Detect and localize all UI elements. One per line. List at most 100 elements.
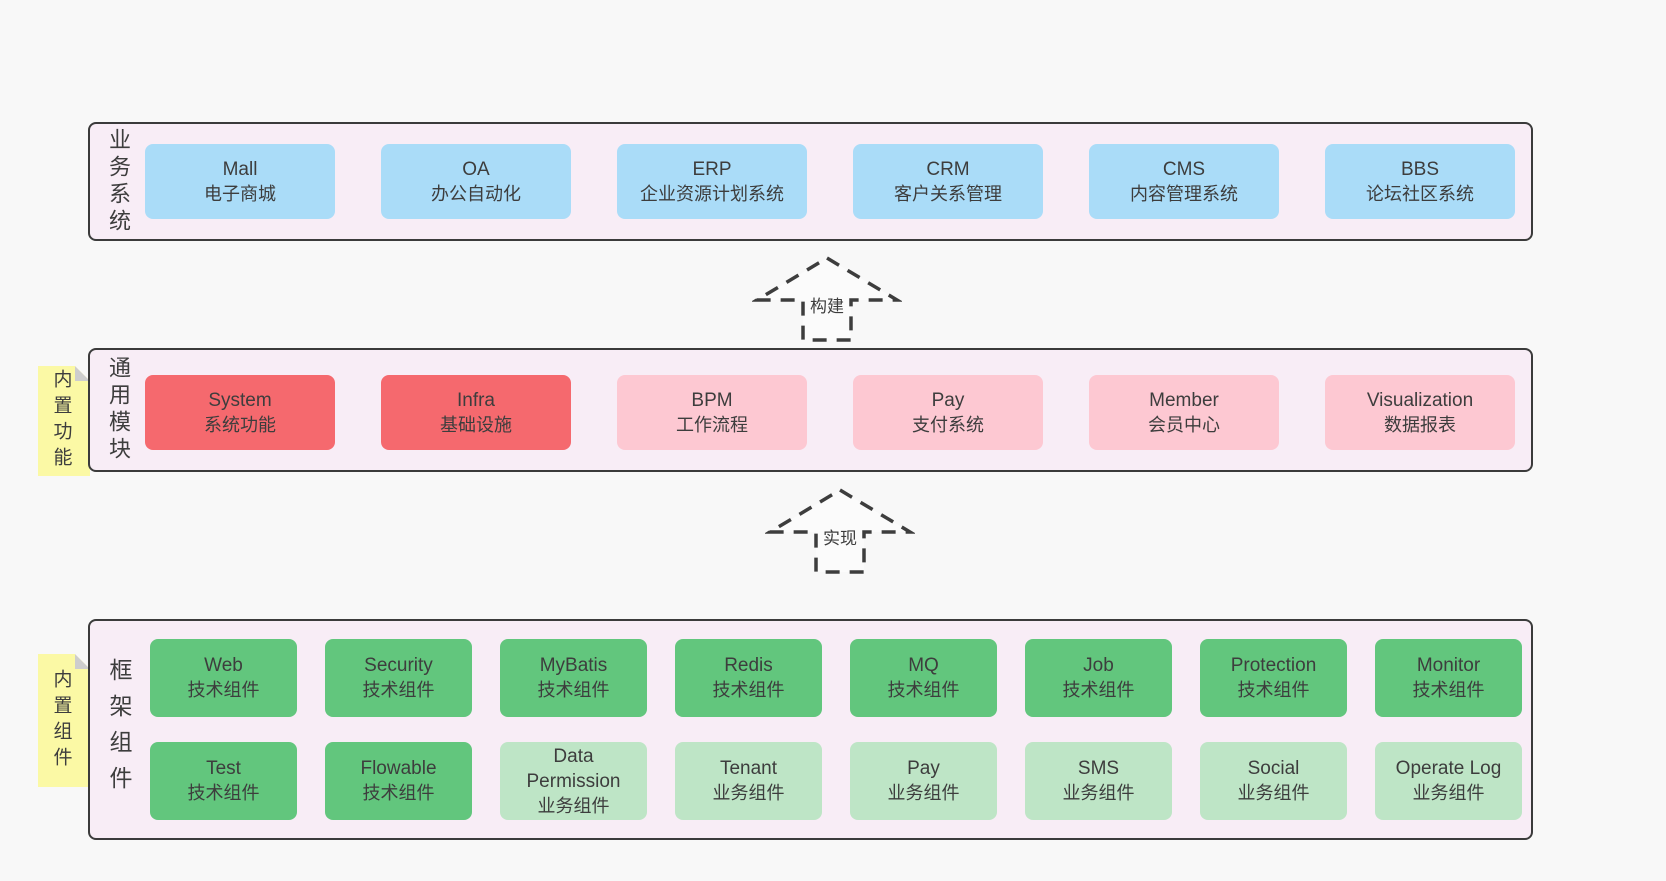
card-title: OA bbox=[462, 158, 490, 180]
card-subtitle: 办公自动化 bbox=[431, 183, 521, 204]
card-subtitle: 企业资源计划系统 bbox=[640, 183, 784, 204]
card-infra: Infra 基础设施 bbox=[381, 375, 571, 450]
card-title: Monitor bbox=[1416, 655, 1481, 676]
card-subtitle: 内容管理系统 bbox=[1130, 183, 1238, 204]
card-subtitle: 技术组件 bbox=[187, 783, 260, 803]
layer-business-systems: 业务系统 Mall 电子商城 OA 办公自动化 ERP 企业资源计划系统 CRM… bbox=[88, 122, 1533, 241]
card-subtitle: 技术组件 bbox=[362, 783, 435, 803]
card-subtitle: 业务组件 bbox=[887, 783, 960, 803]
card-bbs: BBS 论坛社区系统 bbox=[1325, 144, 1515, 219]
card-subtitle: 技术组件 bbox=[1062, 680, 1135, 700]
card-subtitle: 会员中心 bbox=[1148, 414, 1220, 435]
card-subtitle: 技术组件 bbox=[1237, 680, 1310, 700]
card-subtitle: 业务组件 bbox=[712, 783, 785, 803]
card-subtitle: 技术组件 bbox=[712, 680, 785, 700]
card-erp: ERP 企业资源计划系统 bbox=[617, 144, 807, 219]
layer-label: 通用模块 bbox=[106, 356, 131, 464]
card-title: SMS bbox=[1077, 758, 1120, 779]
card-subtitle: 业务组件 bbox=[537, 795, 610, 816]
card-title: Tenant bbox=[719, 758, 778, 779]
card-title: BBS bbox=[1400, 158, 1440, 180]
card-title: Mall bbox=[222, 158, 258, 180]
card-title: Security bbox=[364, 655, 433, 676]
card-subtitle: 业务组件 bbox=[1237, 783, 1310, 803]
card-title: Pay bbox=[907, 758, 940, 779]
card-pay-system: Pay 支付系统 bbox=[853, 375, 1043, 450]
card-title: Social bbox=[1247, 758, 1300, 779]
card-subtitle: 业务组件 bbox=[1062, 783, 1135, 803]
arrow-build: 构建 bbox=[752, 254, 902, 344]
sticky-note-label: 内置组件 bbox=[50, 668, 72, 773]
card-test: Test 技术组件 bbox=[150, 742, 297, 820]
card-title: MyBatis bbox=[539, 655, 608, 676]
card-subtitle: 数据报表 bbox=[1384, 414, 1456, 435]
card-title: Flowable bbox=[360, 758, 437, 779]
card-subtitle: 工作流程 bbox=[676, 414, 748, 435]
card-bpm: BPM 工作流程 bbox=[617, 375, 807, 450]
card-oa: OA 办公自动化 bbox=[381, 144, 571, 219]
business-systems-row: Mall 电子商城 OA 办公自动化 ERP 企业资源计划系统 CRM 客户关系… bbox=[145, 144, 1515, 219]
card-title: Protection bbox=[1230, 655, 1317, 676]
card-sms: SMS 业务组件 bbox=[1025, 742, 1172, 820]
card-subtitle: 支付系统 bbox=[912, 414, 984, 435]
card-title: ERP bbox=[692, 158, 732, 180]
card-member: Member 会员中心 bbox=[1089, 375, 1279, 450]
card-subtitle: 基础设施 bbox=[440, 414, 512, 435]
sticky-note-builtin-features: 内置功能 bbox=[38, 366, 90, 476]
card-title: Test bbox=[206, 758, 241, 779]
card-title: Web bbox=[204, 655, 243, 676]
card-title: System bbox=[208, 389, 272, 411]
card-subtitle: 系统功能 bbox=[204, 414, 276, 435]
card-subtitle: 技术组件 bbox=[362, 680, 435, 700]
card-title: Redis bbox=[724, 655, 773, 676]
card-title: Job bbox=[1083, 655, 1114, 676]
arrow-implement-label: 实现 bbox=[820, 524, 860, 549]
card-subtitle: 技术组件 bbox=[537, 680, 610, 700]
card-subtitle: 论坛社区系统 bbox=[1366, 183, 1474, 204]
card-mq: MQ 技术组件 bbox=[850, 639, 997, 717]
card-title: Member bbox=[1149, 389, 1219, 411]
card-data-permission: Data Permission 业务组件 bbox=[500, 742, 647, 820]
card-title: Visualization bbox=[1366, 389, 1474, 411]
layer-label: 业务系统 bbox=[106, 127, 131, 236]
sticky-note-builtin-components: 内置组件 bbox=[38, 654, 90, 787]
card-title: Operate Log bbox=[1395, 758, 1502, 779]
card-title: MQ bbox=[908, 655, 939, 676]
card-title: Data Permission bbox=[526, 745, 621, 792]
card-monitor: Monitor 技术组件 bbox=[1375, 639, 1522, 717]
common-modules-row: System 系统功能 Infra 基础设施 BPM 工作流程 Pay 支付系统… bbox=[145, 375, 1515, 450]
card-subtitle: 技术组件 bbox=[187, 680, 260, 700]
card-visualization: Visualization 数据报表 bbox=[1325, 375, 1515, 450]
card-subtitle: 技术组件 bbox=[1412, 680, 1485, 700]
card-mybatis: MyBatis 技术组件 bbox=[500, 639, 647, 717]
arrow-implement: 实现 bbox=[765, 486, 915, 576]
card-title: CMS bbox=[1162, 158, 1206, 180]
card-subtitle: 客户关系管理 bbox=[894, 183, 1002, 204]
framework-components-row-2: Test 技术组件 Flowable 技术组件 Data Permission … bbox=[150, 742, 1522, 820]
card-operate-log: Operate Log 业务组件 bbox=[1375, 742, 1522, 820]
card-title: Pay bbox=[931, 389, 965, 411]
sticky-note-label: 内置功能 bbox=[50, 369, 72, 473]
card-redis: Redis 技术组件 bbox=[675, 639, 822, 717]
card-pay-component: Pay 业务组件 bbox=[850, 742, 997, 820]
card-cms: CMS 内容管理系统 bbox=[1089, 144, 1279, 219]
card-title: BPM bbox=[691, 389, 733, 411]
card-subtitle: 技术组件 bbox=[887, 680, 960, 700]
card-tenant: Tenant 业务组件 bbox=[675, 742, 822, 820]
card-social: Social 业务组件 bbox=[1200, 742, 1347, 820]
card-title: Infra bbox=[456, 389, 496, 411]
layer-framework-components: 框架组件 Web 技术组件 Security 技术组件 MyBatis 技术组件… bbox=[88, 619, 1533, 840]
card-subtitle: 电子商城 bbox=[204, 183, 276, 204]
card-title: CRM bbox=[926, 158, 970, 180]
arrow-build-label: 构建 bbox=[807, 292, 847, 317]
card-job: Job 技术组件 bbox=[1025, 639, 1172, 717]
layer-common-modules: 通用模块 System 系统功能 Infra 基础设施 BPM 工作流程 Pay… bbox=[88, 348, 1533, 472]
card-flowable: Flowable 技术组件 bbox=[325, 742, 472, 820]
card-crm: CRM 客户关系管理 bbox=[853, 144, 1043, 219]
card-protection: Protection 技术组件 bbox=[1200, 639, 1347, 717]
card-system: System 系统功能 bbox=[145, 375, 335, 450]
card-mall: Mall 电子商城 bbox=[145, 144, 335, 219]
card-subtitle: 业务组件 bbox=[1412, 783, 1485, 803]
layer-label: 框架组件 bbox=[106, 657, 132, 802]
framework-components-row-1: Web 技术组件 Security 技术组件 MyBatis 技术组件 Redi… bbox=[150, 639, 1522, 717]
